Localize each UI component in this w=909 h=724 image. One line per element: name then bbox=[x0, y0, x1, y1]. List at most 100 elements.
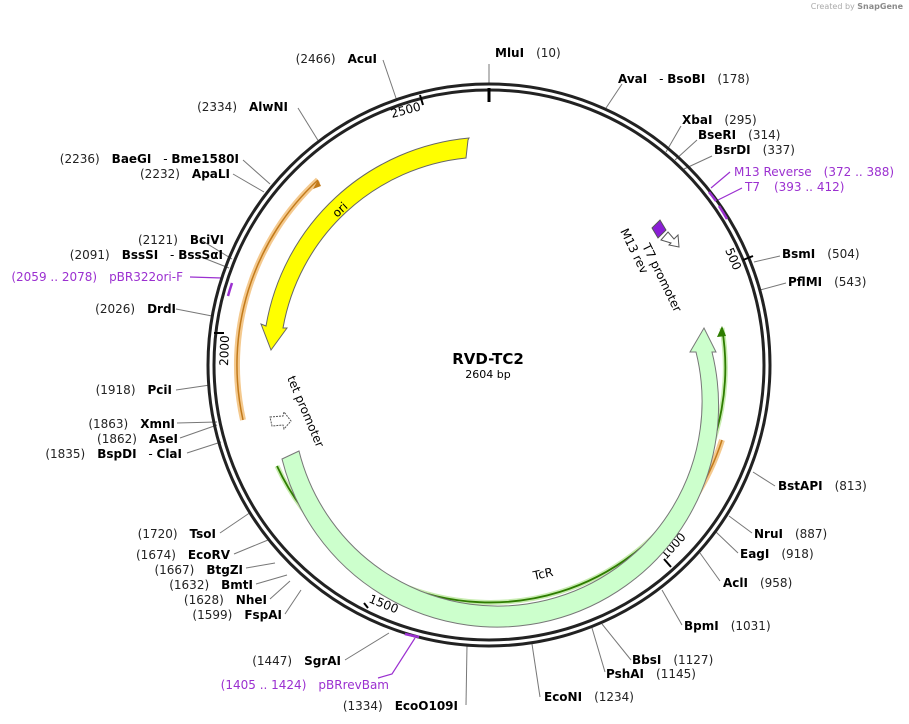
site-BssSI[interactable]: (2091)BssSI - BssSαI bbox=[70, 248, 223, 262]
leader-EcoNI bbox=[531, 643, 541, 698]
site-BseRI[interactable]: BseRI(314) bbox=[698, 128, 780, 142]
site-ApaLI[interactable]: (2232)ApaLI bbox=[140, 167, 230, 181]
backbone-outer bbox=[206, 82, 772, 648]
site-EagI[interactable]: EagI(918) bbox=[740, 547, 814, 561]
primer-labels: M13 Reverse(372 .. 388) T7(393 .. 412) (… bbox=[11, 165, 894, 692]
tick-label-500: 500 bbox=[722, 246, 744, 273]
orange-bar-left-line bbox=[236, 179, 319, 421]
primer-mark-pBR322ori-F bbox=[226, 282, 234, 297]
leader-TsoI bbox=[219, 511, 252, 534]
primer-mark-T7 bbox=[717, 205, 729, 220]
primer-pBRrevBam[interactable]: (1405 .. 1424)pBRrevBam bbox=[221, 678, 389, 692]
m13-rev-marker bbox=[651, 219, 667, 239]
leader-pBRrevBam bbox=[377, 637, 416, 679]
site-PciI[interactable]: (1918)PciI bbox=[96, 383, 172, 397]
tcr-feature[interactable] bbox=[281, 326, 719, 628]
primer-marks bbox=[226, 191, 729, 639]
site-BmtI[interactable]: (1632)BmtI bbox=[169, 578, 253, 592]
green-arrow-tcr bbox=[717, 326, 726, 337]
site-BsrDI[interactable]: BsrDI(337) bbox=[714, 143, 795, 157]
site-XbaI[interactable]: XbaI(295) bbox=[682, 113, 757, 127]
leader-BpmI bbox=[661, 589, 683, 626]
orange-arrow-left bbox=[313, 180, 321, 189]
leader-FspAI bbox=[284, 589, 302, 615]
site-PflMI[interactable]: PflMI(543) bbox=[788, 275, 866, 289]
site-NruI[interactable]: NruI(887) bbox=[754, 527, 827, 541]
leader-AcuI bbox=[382, 59, 398, 102]
leader-NheI bbox=[269, 580, 291, 600]
leader-EcoRV bbox=[233, 539, 269, 555]
site-BpmI[interactable]: BpmI(1031) bbox=[684, 619, 771, 633]
credit-brand: SnapGene bbox=[857, 2, 903, 11]
tcr-label: TcR bbox=[531, 565, 555, 583]
site-TsoI[interactable]: (1720)TsoI bbox=[138, 527, 216, 541]
t7-promoter-label: T7 promoter bbox=[639, 240, 685, 314]
site-BspDI[interactable]: (1835)BspDI - ClaI bbox=[45, 447, 182, 461]
t7-promoter-marker bbox=[660, 231, 680, 248]
site-leaders bbox=[175, 59, 787, 706]
tick-label-2500: 2500 bbox=[389, 99, 422, 120]
leader-AvaI bbox=[605, 83, 623, 109]
leader-pBR322ori-F bbox=[189, 276, 223, 279]
leader-EcoO109I bbox=[465, 644, 468, 706]
site-BsmI[interactable]: BsmI(504) bbox=[782, 247, 860, 261]
leader-BstAPI bbox=[752, 471, 776, 487]
leader-AlwNI bbox=[297, 107, 320, 143]
site-BciVI[interactable]: (2121)BciVI bbox=[138, 233, 224, 247]
leader-BssSI bbox=[195, 254, 230, 269]
leader-BspDI bbox=[186, 441, 222, 454]
site-BstAPI[interactable]: BstAPI(813) bbox=[778, 479, 867, 493]
leader-BciVI bbox=[200, 239, 233, 260]
snapgene-credit: Created by SnapGene bbox=[811, 2, 903, 11]
site-AlwNI[interactable]: (2334)AlwNI bbox=[197, 100, 288, 114]
primer-T7[interactable]: T7(393 .. 412) bbox=[744, 180, 844, 194]
site-BaeGI[interactable]: (2236)BaeGI - Bme1580I bbox=[60, 152, 239, 166]
tick-500 bbox=[742, 255, 754, 261]
tick-1000 bbox=[663, 558, 672, 568]
leader-BbsI bbox=[601, 623, 632, 661]
tick-1500 bbox=[363, 602, 369, 609]
site-AvaI[interactable]: AvaI - BsoBI(178) bbox=[618, 72, 750, 86]
site-labels: MluI(10) AvaI - BsoBI(178) XbaI(295) Bse… bbox=[45, 46, 867, 713]
site-XmnI[interactable]: (1863)XmnI bbox=[88, 417, 175, 431]
primer-M13-Reverse[interactable]: M13 Reverse(372 .. 388) bbox=[734, 165, 894, 179]
leader-EagI bbox=[715, 531, 739, 554]
site-PshAI[interactable]: PshAI(1145) bbox=[606, 667, 696, 681]
primer-leaders bbox=[189, 171, 743, 679]
site-AcuI[interactable]: (2466)AcuI bbox=[296, 52, 377, 66]
leader-ApaLI bbox=[232, 173, 265, 193]
site-EcoNI[interactable]: EcoNI(1234) bbox=[544, 690, 634, 704]
site-EcoRV[interactable]: (1674)EcoRV bbox=[136, 548, 231, 562]
leader-PflMI bbox=[759, 282, 787, 291]
site-DrdI[interactable]: (2026)DrdI bbox=[95, 302, 176, 316]
leader-M13-Reverse bbox=[710, 171, 731, 189]
site-EcoO109I[interactable]: (1334)EcoO109I bbox=[343, 699, 458, 713]
leader-DrdI bbox=[175, 308, 213, 317]
site-NheI[interactable]: (1628)NheI bbox=[184, 593, 267, 607]
site-MluI[interactable]: MluI(10) bbox=[495, 46, 561, 60]
leader-T7 bbox=[717, 187, 743, 201]
leader-BmtI bbox=[255, 574, 288, 585]
plasmid-name: RVD-TC2 bbox=[452, 350, 524, 368]
primer-mark-M13-Reverse bbox=[708, 191, 718, 202]
leader-AclI bbox=[699, 552, 721, 582]
leader-BsmI bbox=[753, 255, 781, 263]
leader-PshAI bbox=[591, 627, 606, 673]
site-AclI[interactable]: AclI(958) bbox=[723, 576, 792, 590]
site-SgrAI[interactable]: (1447)SgrAI bbox=[252, 654, 341, 668]
ori-feature[interactable] bbox=[260, 137, 470, 352]
leader-XmnI bbox=[176, 421, 218, 424]
primer-mark-pBRrevBam bbox=[404, 632, 420, 639]
tet-promoter-label: tet promoter bbox=[284, 374, 327, 450]
tet-promoter-marker bbox=[269, 410, 292, 431]
site-BbsI[interactable]: BbsI(1127) bbox=[632, 653, 713, 667]
plasmid-length: 2604 bp bbox=[465, 368, 510, 381]
site-AseI[interactable]: (1862)AseI bbox=[97, 432, 178, 446]
leader-AseI bbox=[179, 424, 218, 439]
leader-PciI bbox=[175, 384, 211, 391]
site-FspAI[interactable]: (1599)FspAI bbox=[192, 608, 282, 622]
leader-BtgZI bbox=[245, 562, 276, 569]
primer-pBR322ori-F[interactable]: (2059 .. 2078)pBR322ori-F bbox=[11, 270, 183, 284]
site-BtgZI[interactable]: (1667)BtgZI bbox=[154, 563, 243, 577]
